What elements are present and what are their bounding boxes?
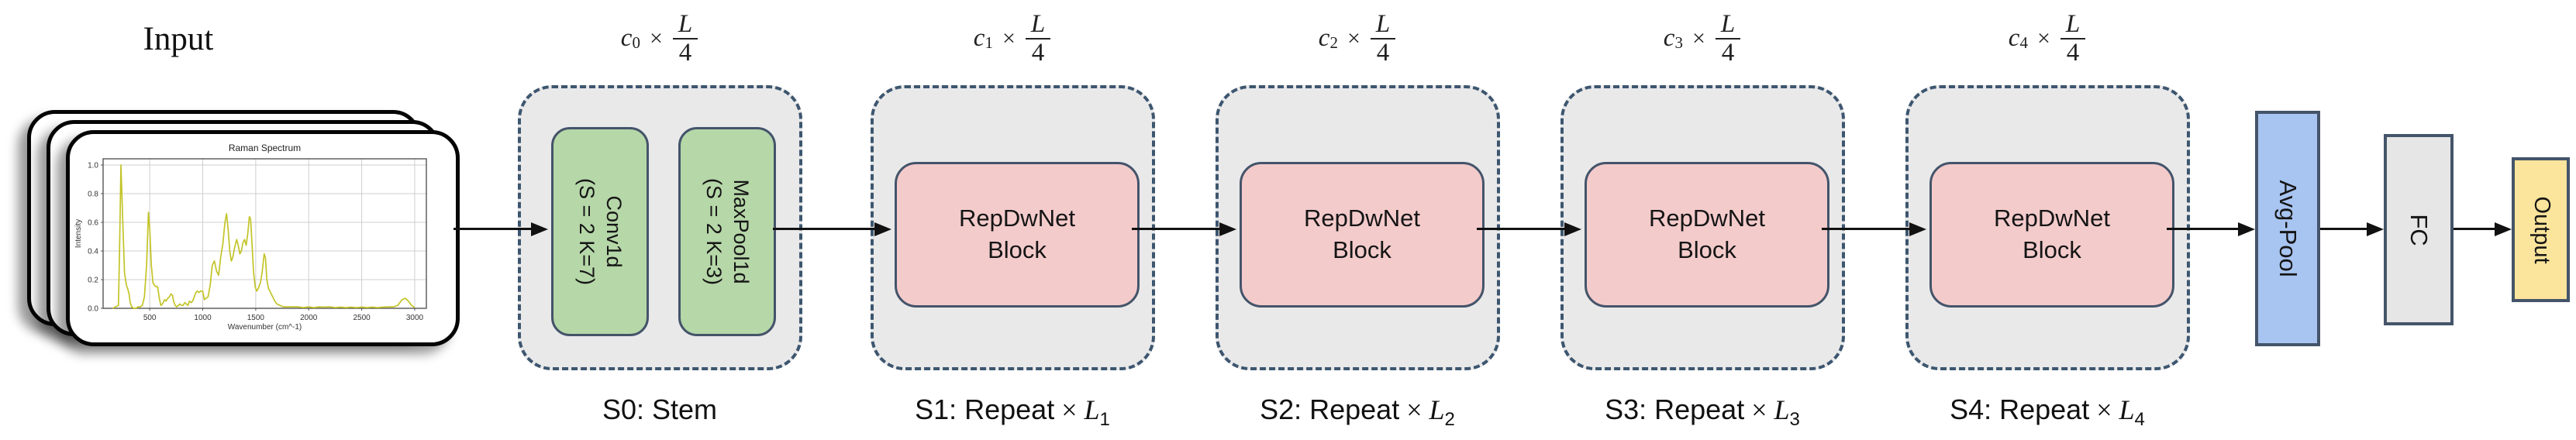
svg-text:0.4: 0.4 <box>88 247 98 256</box>
flow-arrow-s1-to-s2 <box>1132 222 1236 236</box>
svg-text:0.8: 0.8 <box>88 190 98 198</box>
stage-s3-container: RepDwNet Block <box>1560 85 1845 370</box>
raman-spectrum-chart: 500 1000 1500 2000 2500 3000 0.0 0.2 0.4 0.6 0.8 1.… <box>74 143 427 332</box>
stage-s4-container: RepDwNet Block <box>1905 85 2190 370</box>
stage-s0-container: Conv1d (S = 2 K=7) MaxPool1d (S = 2 K=3) <box>518 85 802 370</box>
svg-text:2500: 2500 <box>353 314 371 322</box>
input-title: Input <box>143 21 214 57</box>
avg-pool-block: Avg-Pool <box>2255 111 2320 346</box>
stage-s0-caption: S0: Stem <box>602 394 718 425</box>
stage-s1-container: RepDwNet Block <box>871 85 1155 370</box>
svg-text:0.6: 0.6 <box>88 218 98 227</box>
stage-s2-container: RepDwNet Block <box>1216 85 1500 370</box>
repdwnet-block-s2: RepDwNet Block <box>1240 162 1485 308</box>
flow-arrow-s3-to-s4 <box>1822 222 1926 236</box>
stage-s3-caption: S3: Repeat × L3 <box>1605 394 1800 431</box>
input-card-front: 500 1000 1500 2000 2500 3000 0.0 0.2 0.4 0.6 0.8 1.… <box>66 130 460 346</box>
svg-text:1.0: 1.0 <box>88 161 98 170</box>
stage-s1-caption: S1: Repeat × L1 <box>915 394 1110 431</box>
svg-text:1500: 1500 <box>247 314 265 322</box>
svg-text:1000: 1000 <box>194 314 212 322</box>
stage-s2-caption: S2: Repeat × L2 <box>1260 394 1455 431</box>
flow-arrow-s4-to-avgpool <box>2167 222 2255 236</box>
conv1d-block: Conv1d (S = 2 K=7) <box>551 127 649 336</box>
flow-arrow-s2-to-s3 <box>1477 222 1581 236</box>
avg-pool-label: Avg-Pool <box>2274 180 2302 277</box>
output-block: Output <box>2512 157 2570 302</box>
svg-text:2000: 2000 <box>300 314 318 322</box>
flow-arrow-avgpool-to-fc <box>2320 222 2384 236</box>
svg-text:Intensity: Intensity <box>74 219 83 248</box>
fc-label: FC <box>2405 213 2433 246</box>
svg-text:0.0: 0.0 <box>88 305 98 314</box>
maxpool1d-block: MaxPool1d (S = 2 K=3) <box>678 127 776 336</box>
stage-s4-caption: S4: Repeat × L4 <box>1950 394 2145 431</box>
repdwnet-block-s4: RepDwNet Block <box>1929 162 2174 308</box>
flow-arrow-input-to-s0 <box>453 222 548 236</box>
repdwnet-block-s1: RepDwNet Block <box>895 162 1140 308</box>
svg-text:0.2: 0.2 <box>88 276 98 284</box>
flow-arrow-s0-to-s1 <box>773 222 891 236</box>
fc-block: FC <box>2384 134 2454 325</box>
svg-text:3000: 3000 <box>406 314 424 322</box>
repdwnet-block-s3: RepDwNet Block <box>1585 162 1829 308</box>
svg-text:Wavenumber (cm^-1): Wavenumber (cm^-1) <box>228 323 302 332</box>
maxpool1d-label: MaxPool1d (S = 2 K=3) <box>702 177 753 286</box>
svg-text:Raman Spectrum: Raman Spectrum <box>229 143 301 153</box>
conv1d-label: Conv1d (S = 2 K=7) <box>575 177 626 286</box>
flow-arrow-fc-to-output <box>2454 222 2512 236</box>
output-label: Output <box>2529 195 2554 264</box>
svg-text:500: 500 <box>143 314 157 322</box>
